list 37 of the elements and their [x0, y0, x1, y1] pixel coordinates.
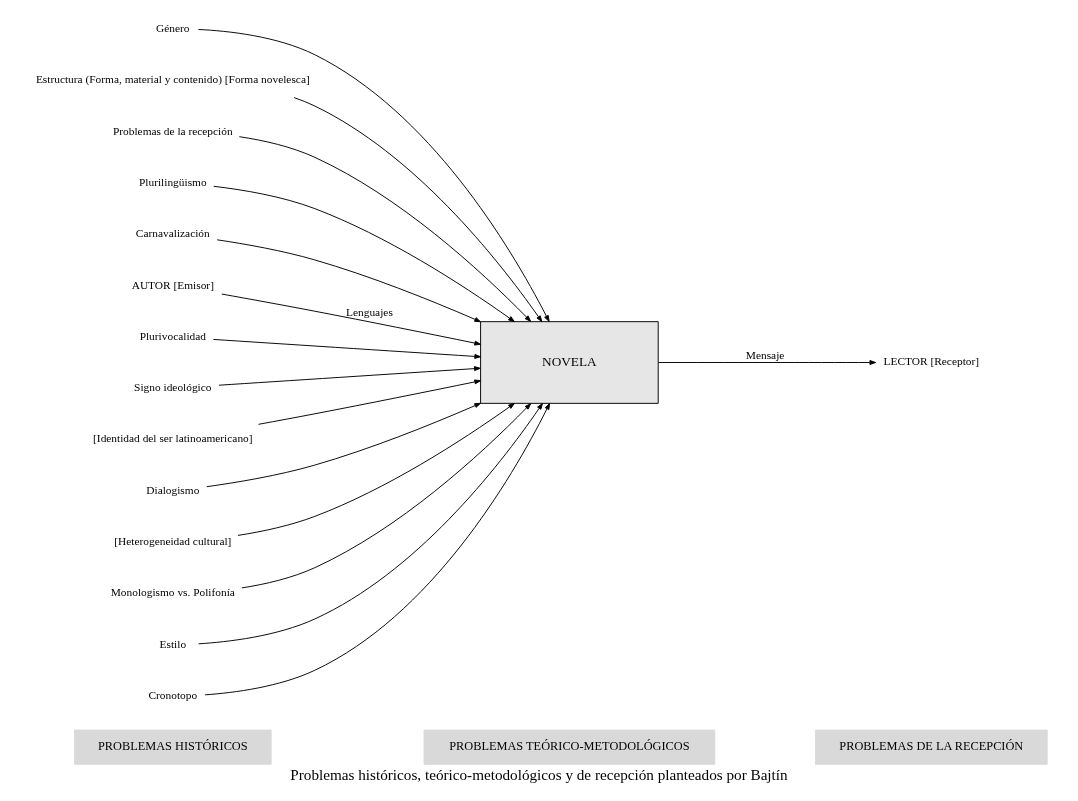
arrow: [241, 403, 532, 589]
edge-label: Mensaje: [745, 349, 785, 362]
node-text: Dialogismo: [146, 483, 200, 496]
node-box: PROBLEMAS DE LA RECEPCIÓN: [814, 729, 1048, 765]
edge-label: Lenguajes: [346, 305, 393, 318]
arrow: [218, 366, 481, 386]
node-text: Plurivocalidad: [139, 329, 206, 342]
node-text: Monologismo vs. Polifonía: [110, 586, 235, 599]
node-text: AUTOR [Emisor]: [131, 278, 214, 291]
node-text: LECTOR [Receptor]: [883, 355, 980, 368]
arrow: [206, 402, 481, 488]
arrow: [213, 185, 515, 323]
arrow: [657, 360, 877, 365]
node-text: Signo ideológico: [134, 381, 212, 394]
node-text: Estilo: [159, 637, 187, 650]
arrow: [293, 97, 543, 323]
node-text: Plurilingüismo: [138, 175, 207, 188]
arrow: [198, 403, 543, 645]
node-text: Carnavalización: [135, 227, 210, 240]
arrow: [212, 338, 481, 359]
arrow: [238, 136, 532, 322]
arrow: [198, 29, 550, 322]
arrow: [237, 402, 515, 536]
node-box: PROBLEMAS TEÓRICO-METODOLÓGICOS: [423, 729, 716, 765]
node-text: Género: [156, 22, 190, 35]
node-text: Cronotopo: [148, 688, 198, 701]
node-text: Problemas de la recepción: [112, 124, 233, 137]
arrow: [221, 293, 481, 346]
node-box: NOVELA: [480, 321, 659, 404]
caption: Problemas históricos, teórico-metodológicos y de recepción planteados por Bajtín: [290, 766, 788, 784]
node-text: [Identidad del ser latinoamericano]: [93, 432, 253, 445]
node-box: PROBLEMAS HISTÓRICOS: [74, 729, 272, 765]
node-text: [Heterogeneidad cultural]: [114, 534, 232, 547]
arrow: [258, 379, 481, 425]
arrow: [216, 239, 481, 323]
arrow: [204, 403, 551, 696]
node-text: Estructura (Forma, material y contenido) [Forma novelesca]: [35, 73, 310, 86]
